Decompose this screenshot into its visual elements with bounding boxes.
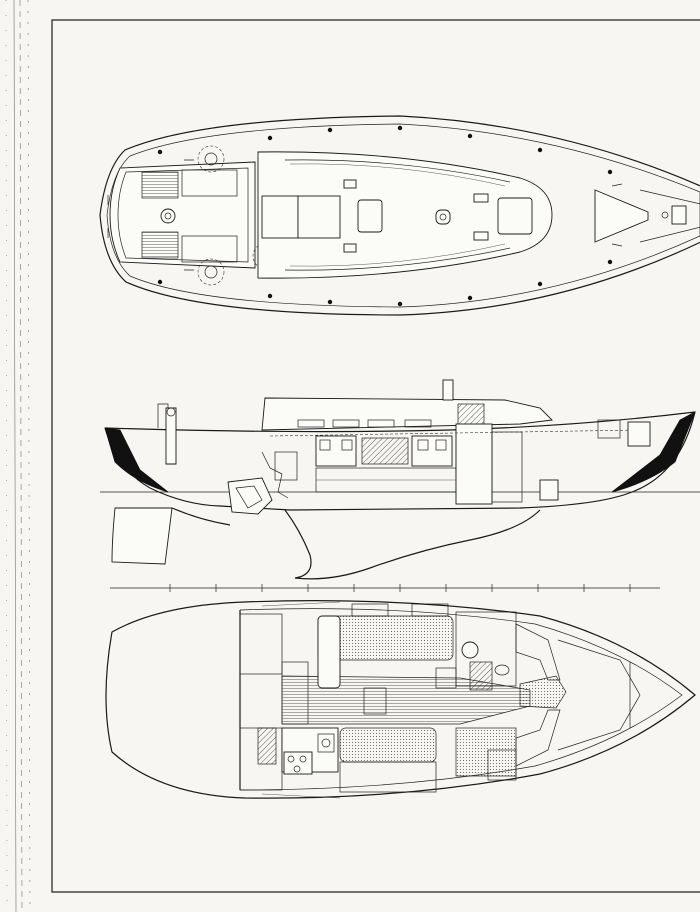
binding-edge bbox=[5, 0, 31, 912]
deck-plan-view bbox=[99, 115, 700, 316]
interior-accommodation-view bbox=[105, 600, 696, 799]
scale-bar bbox=[110, 584, 660, 592]
profile-view bbox=[100, 379, 700, 580]
drawing-border bbox=[51, 19, 700, 893]
